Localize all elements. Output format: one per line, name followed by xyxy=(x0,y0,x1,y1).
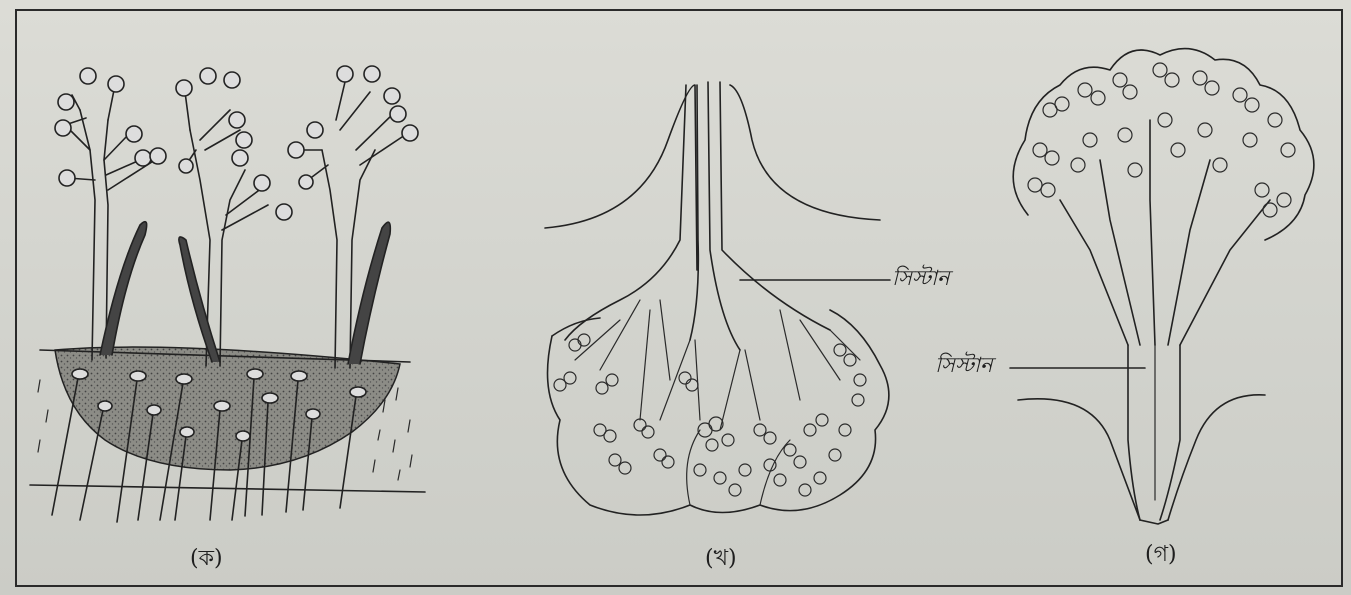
host-surface-right xyxy=(730,85,880,220)
host-left xyxy=(1018,399,1140,520)
figure-kha-drawing xyxy=(545,82,890,515)
caption-kha: (খ) xyxy=(705,548,737,570)
canopy-spore-clusters xyxy=(1028,63,1295,217)
host-right xyxy=(1168,395,1265,520)
sporangiophore-cluster-1 xyxy=(55,68,166,360)
haustorial-branches xyxy=(575,300,860,430)
branches xyxy=(1060,120,1270,345)
caption-ka: (ক) xyxy=(190,548,223,570)
caption-ga: (গ) xyxy=(1145,544,1177,566)
callout-kha: সিস্টান xyxy=(892,268,950,289)
figure-ka-drawing xyxy=(30,66,425,522)
callout-ga: সিস্টান xyxy=(935,355,993,376)
substrate-base xyxy=(30,485,425,492)
sporangiophore-cluster-3 xyxy=(288,66,418,368)
sporangiophore-cluster-2 xyxy=(176,68,292,366)
plate-border xyxy=(16,10,1342,586)
figure-ga-drawing xyxy=(1010,49,1314,524)
canopy-outline xyxy=(1013,49,1314,240)
spore-clusters xyxy=(554,334,866,496)
host-surface-left xyxy=(545,85,697,270)
